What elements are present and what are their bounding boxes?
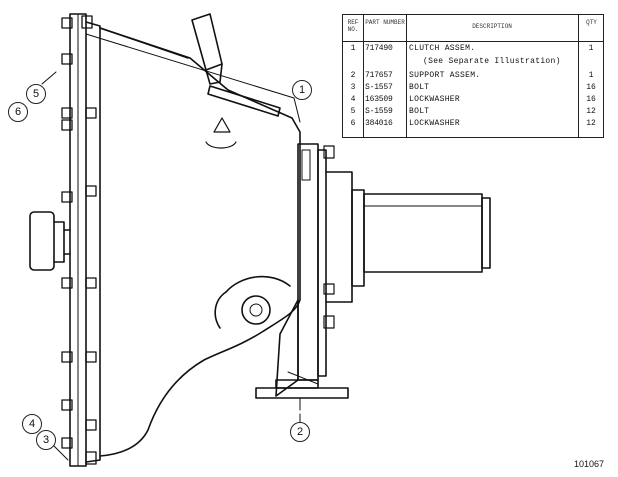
quantity: 16 [586,83,596,92]
flange-bolts [61,15,97,465]
ref-no: 1 [350,44,356,53]
ref-no: 3 [350,83,356,92]
warning-mark [205,117,237,149]
quantity: 1 [588,44,594,53]
table-row: 2 717657 SUPPORT ASSEM. 1 [343,70,603,81]
callout-5: 5 [26,84,46,104]
header-qty: QTY [586,19,597,26]
table-row: 5 S-1559 BOLT 12 [343,106,603,117]
table-row: (See Separate Illustration) [343,56,603,67]
ref-no: 5 [350,107,356,116]
part-number: S-1559 [365,107,393,116]
description: BOLT [409,83,430,92]
description: CLUTCH ASSEM. [409,44,476,53]
column-divider [578,15,579,137]
header-description: DESCRIPTION [472,23,512,30]
table-header: REF NO. PART NUMBER DESCRIPTION QTY [343,15,603,42]
callout-1: 1 [292,80,312,100]
callout-4: 4 [22,414,42,434]
description: LOCKWASHER [409,95,461,104]
parts-list-table: REF NO. PART NUMBER DESCRIPTION QTY 1 71… [342,14,604,138]
description: SUPPORT ASSEM. [409,71,481,80]
quantity: 16 [586,95,596,104]
ref-no: 2 [350,71,356,80]
table-row: 3 S-1557 BOLT 16 [343,82,603,93]
housing-flange [69,13,101,467]
shift-lever [191,13,281,117]
part-number: 163509 [365,95,393,104]
housing-body [99,27,301,457]
header-part-number: PART NUMBER [365,19,405,26]
table-row: 4 163509 LOCKWASHER 16 [343,94,603,105]
drive-disc [29,211,71,271]
ref-no: 6 [350,119,356,128]
description: (See Separate Illustration) [423,57,561,66]
callout-6: 6 [8,102,28,122]
quantity: 12 [586,107,596,116]
part-number: 717490 [365,44,393,53]
description: LOCKWASHER [409,119,461,128]
quantity: 12 [586,119,596,128]
column-divider [363,15,364,137]
support-base [255,379,349,411]
ref-no: 4 [350,95,356,104]
part-number: S-1557 [365,83,393,92]
description: BOLT [409,107,430,116]
output-unit [325,171,491,303]
figure-id: 101067 [573,459,604,469]
support-column [275,143,335,397]
callout-leaders [41,33,301,461]
header-ref-no: REF NO. [347,19,359,33]
part-number: 384016 [365,119,393,128]
callout-2: 2 [290,422,310,442]
table-row: 6 384016 LOCKWASHER 12 [343,118,603,129]
column-divider [406,15,407,137]
part-number: 717657 [365,71,393,80]
table-row: 1 717490 CLUTCH ASSEM. 1 [343,43,603,54]
callout-3: 3 [36,430,56,450]
quantity: 1 [588,71,594,80]
